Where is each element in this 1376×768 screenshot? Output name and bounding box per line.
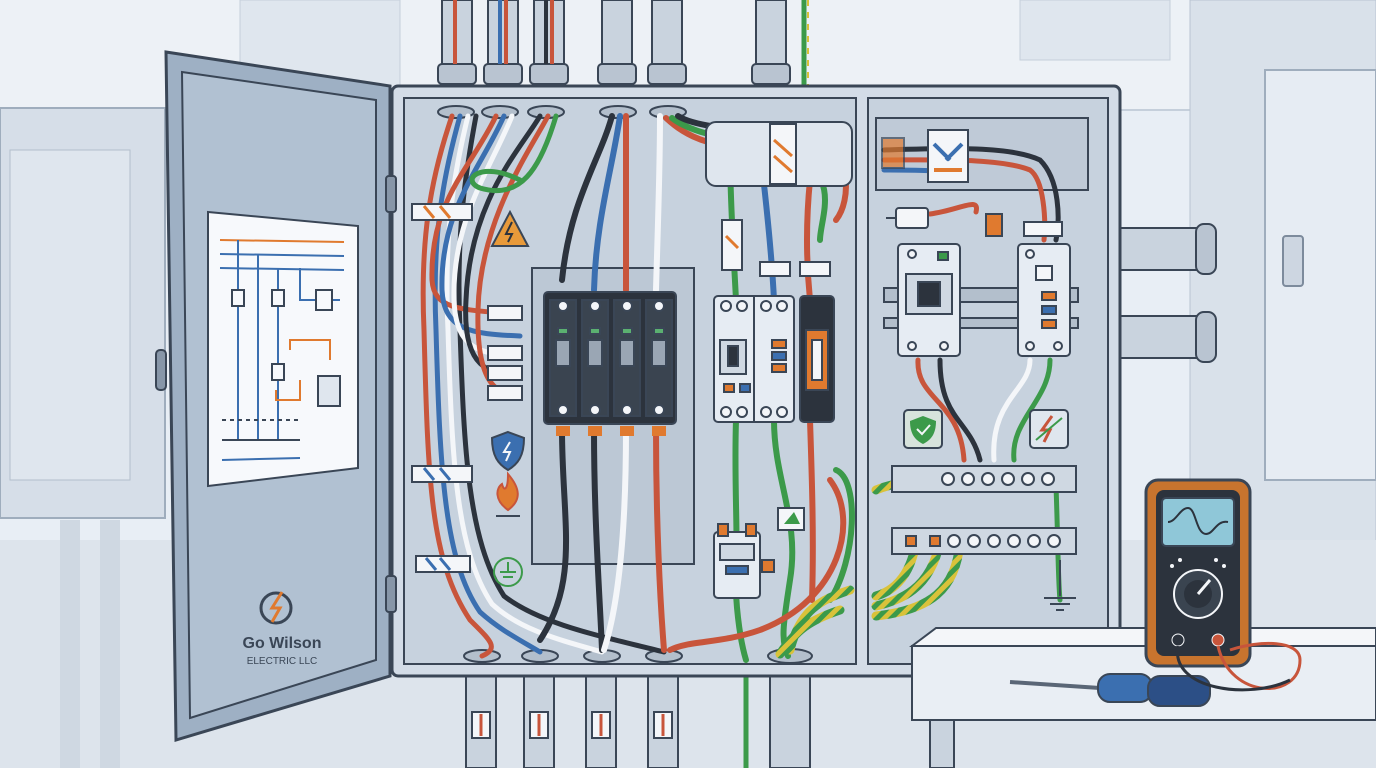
ground-symbol-right [1044,560,1076,611]
brand-name: Go Wilson [243,635,322,652]
shield-bolt-icon [490,430,526,472]
earth-bus-bar [891,527,1077,555]
main-breaker-block [543,291,677,436]
terminal-connector [886,207,1003,237]
fire-icon [496,471,520,517]
screwdriver [1009,673,1211,707]
door-logo: Go Wilson ELECTRIC LLC [243,591,322,667]
ground-icon [493,557,523,587]
right-breaker-2 [1017,243,1071,357]
lightning-icon [1029,409,1069,449]
warning-icon [490,209,530,247]
wiring-diagram-sheet [207,210,359,488]
wire-bundle-bottom [537,417,855,663]
top-conduits [437,0,809,88]
neutral-bus-bar [891,465,1077,493]
bolt-icon [259,591,293,625]
brand-subtitle: ELECTRIC LLC [247,656,318,667]
cable-markers [411,121,1063,573]
right-breaker-1 [897,243,961,357]
shield-check-icon [903,409,943,449]
multimeter[interactable] [1144,478,1302,692]
small-breaker [713,523,775,599]
side-conduits [1117,223,1217,363]
rcd-module [713,295,835,423]
